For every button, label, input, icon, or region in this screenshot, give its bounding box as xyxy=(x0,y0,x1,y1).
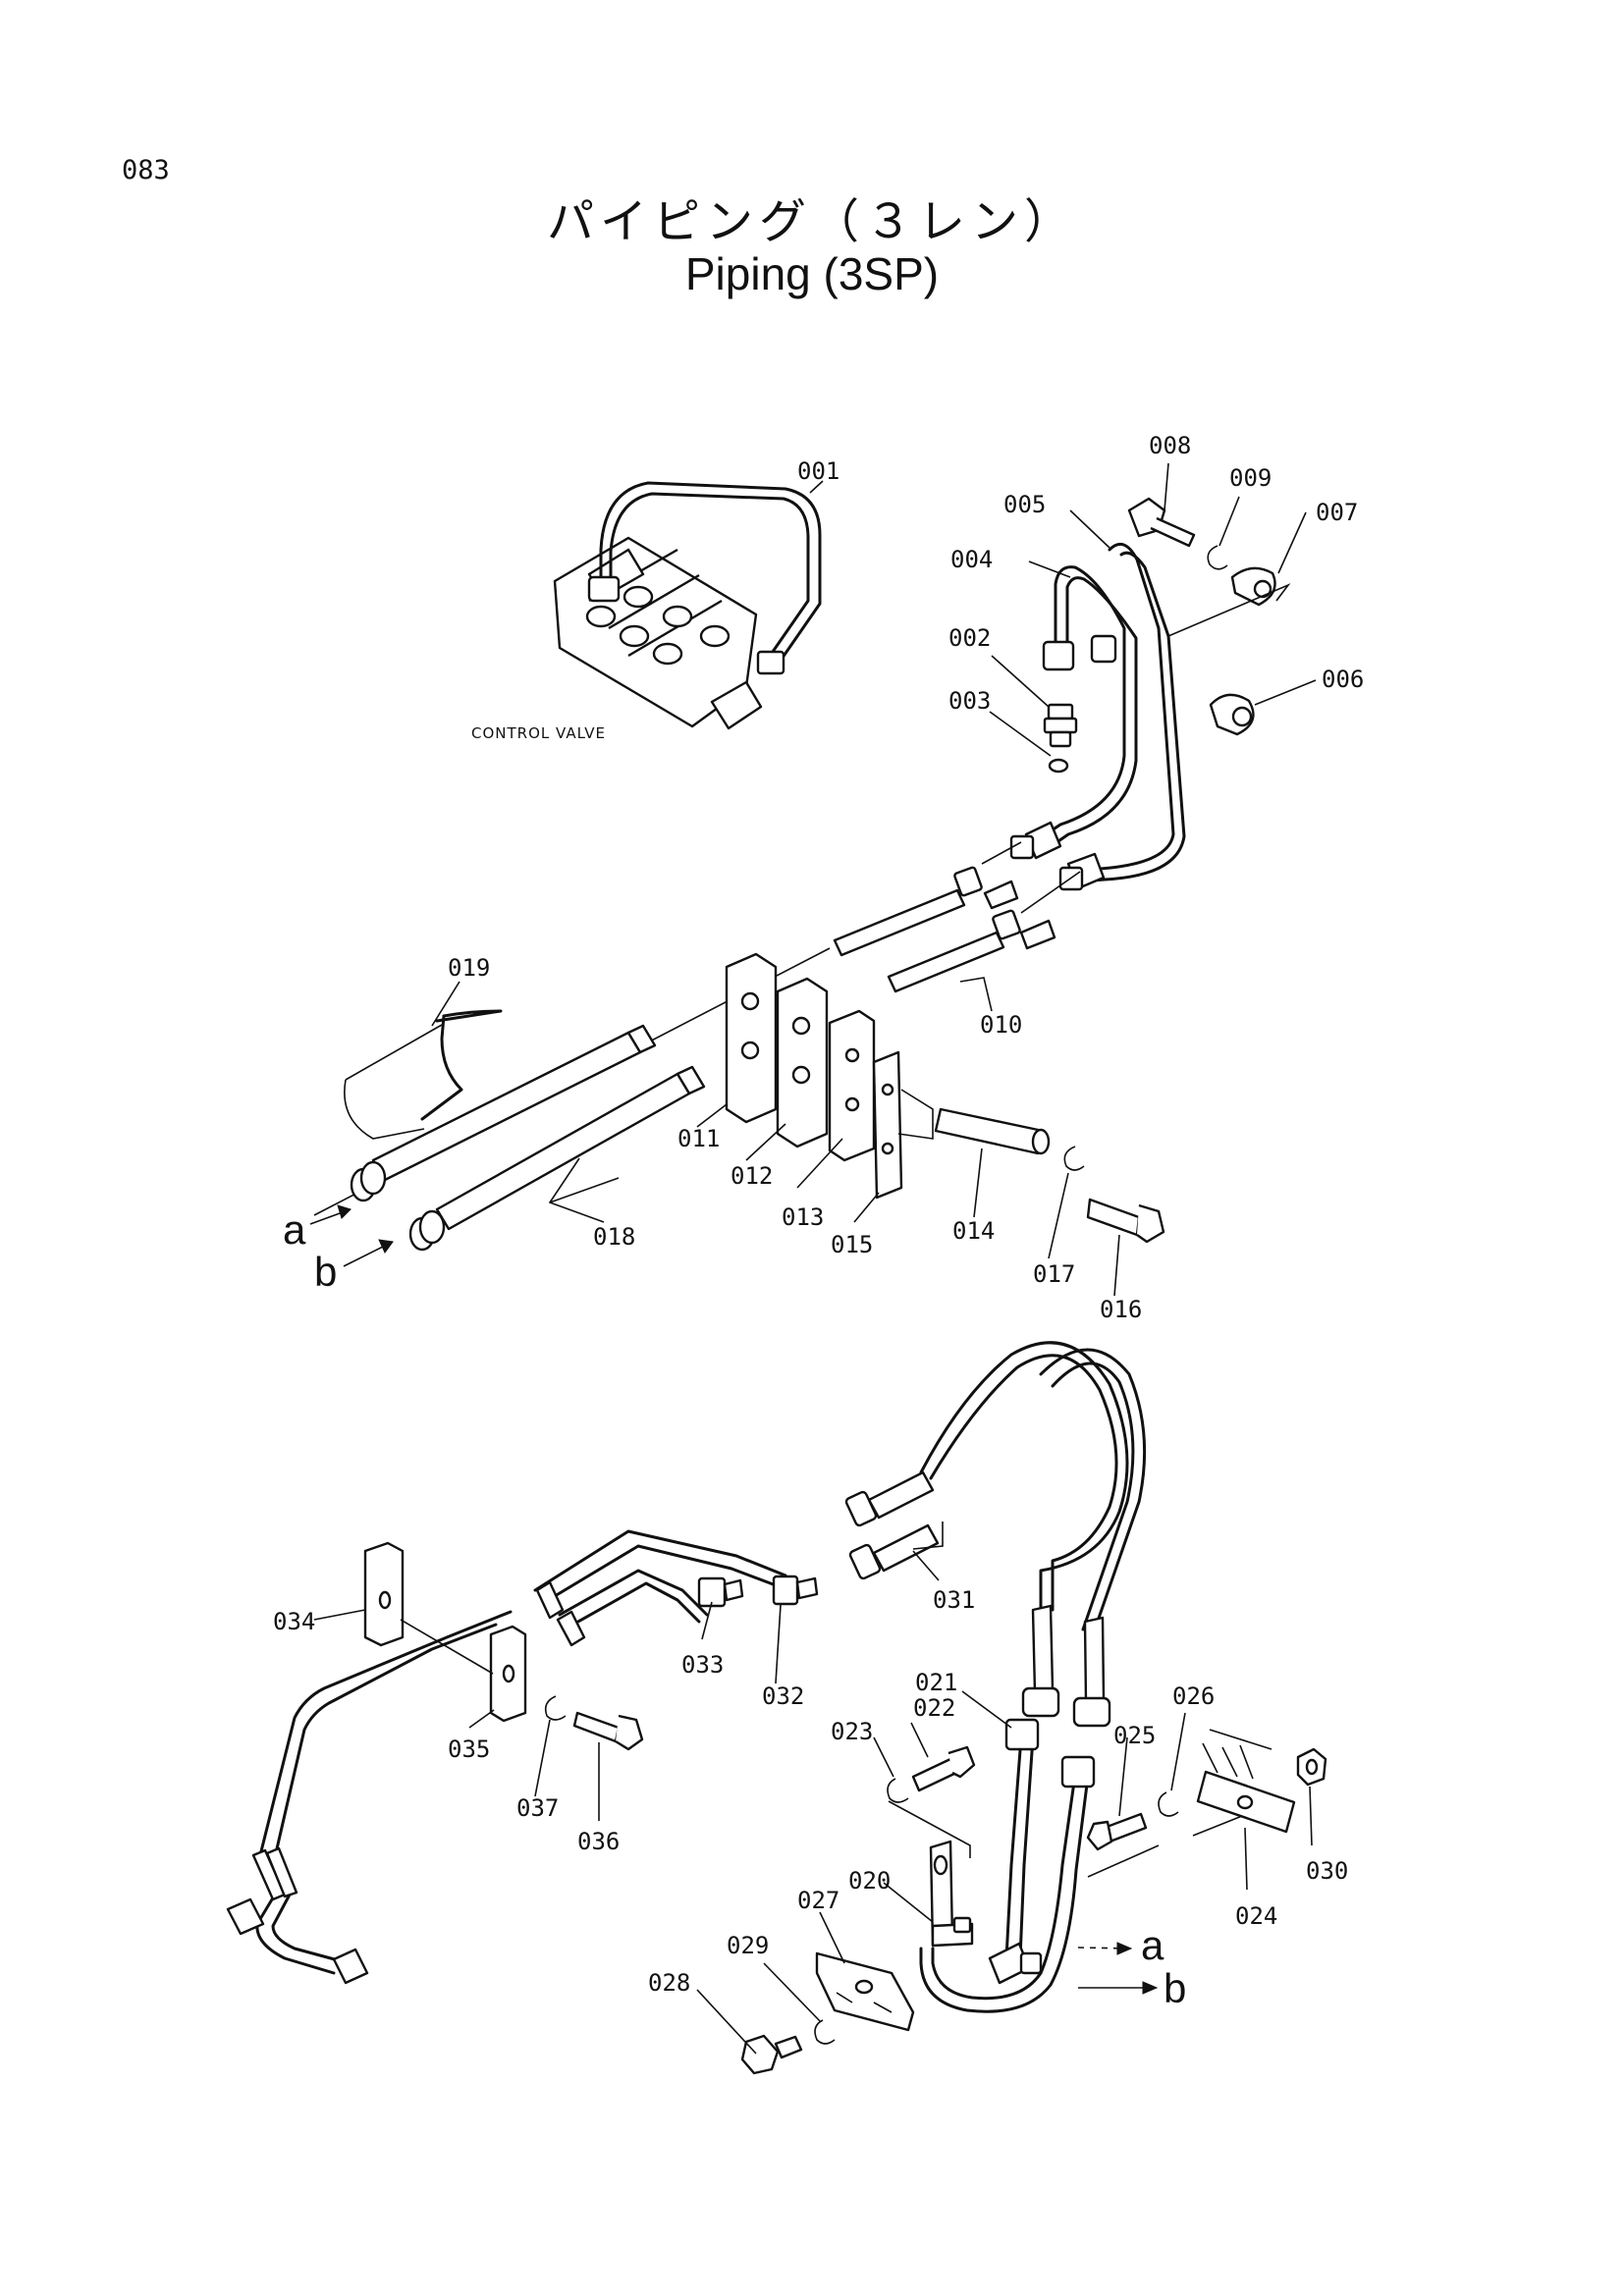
callout-037: 037 xyxy=(516,1794,559,1822)
page-number: 083 xyxy=(122,155,170,186)
callout-017: 017 xyxy=(1033,1260,1075,1288)
flow-arrow-b-upper: b xyxy=(314,1239,394,1295)
clamp-027 xyxy=(815,1951,915,2032)
tube-lower-left xyxy=(226,1610,513,1985)
callout-005: 005 xyxy=(1003,491,1046,518)
callout-leaders xyxy=(313,462,1317,2055)
callout-033: 033 xyxy=(681,1651,724,1679)
pipe-001 xyxy=(587,481,822,675)
callout-031: 031 xyxy=(933,1586,975,1614)
hose-018 xyxy=(350,1024,706,1252)
block-035 xyxy=(489,1625,527,1723)
clamp-plate-011 xyxy=(725,952,778,1124)
callout-028: 028 xyxy=(648,1969,690,1997)
flow-arrow-a-upper: a xyxy=(283,1204,352,1253)
callout-022: 022 xyxy=(913,1694,955,1722)
plate-015 xyxy=(872,1050,903,1200)
clamp-006 xyxy=(1209,693,1255,736)
bolt-016 xyxy=(1086,1198,1165,1244)
pin-019 xyxy=(344,1009,503,1140)
bolt-022 xyxy=(911,1745,976,1792)
callout-010: 010 xyxy=(980,1011,1022,1039)
clamp-plate-012 xyxy=(776,977,829,1148)
washer-029 xyxy=(814,2019,836,2045)
bolt-025 xyxy=(1086,1812,1148,1851)
callout-023: 023 xyxy=(831,1718,873,1745)
washer-009 xyxy=(1207,545,1228,570)
washer-017 xyxy=(1063,1146,1085,1171)
callout-004: 004 xyxy=(950,546,993,573)
control-valve: CONTROL VALVE xyxy=(471,536,763,742)
callout-024: 024 xyxy=(1235,1902,1277,1930)
washer-037 xyxy=(544,1695,567,1721)
washer-026 xyxy=(1158,1791,1179,1817)
vertical-fittings xyxy=(1021,1604,1111,1728)
u-pipe xyxy=(919,1718,1096,2013)
callout-001: 001 xyxy=(797,457,839,485)
callout-013: 013 xyxy=(782,1203,824,1231)
svg-text:a: a xyxy=(283,1206,306,1253)
callout-012: 012 xyxy=(731,1162,773,1190)
callout-018: 018 xyxy=(593,1223,635,1251)
plate-024 xyxy=(1196,1729,1296,1834)
callout-021: 021 xyxy=(915,1669,957,1696)
callout-006: 006 xyxy=(1322,666,1364,693)
callout-002: 002 xyxy=(948,624,991,652)
bolt-036 xyxy=(572,1711,644,1751)
callout-020: 020 xyxy=(848,1867,891,1895)
flow-arrow-b-lower: b xyxy=(1078,1965,1186,2011)
callout-036: 036 xyxy=(577,1828,620,1855)
callout-034: 034 xyxy=(273,1608,315,1635)
callout-014: 014 xyxy=(952,1217,995,1245)
loop-tube xyxy=(919,1341,1147,1631)
callout-035: 035 xyxy=(448,1735,490,1763)
connector-002 xyxy=(1043,703,1078,774)
callout-030: 030 xyxy=(1306,1857,1348,1885)
hose-010 xyxy=(313,841,1081,1216)
pipe-004-005 xyxy=(1024,542,1186,890)
callout-016: 016 xyxy=(1100,1296,1142,1323)
flow-arrow-a-lower: a xyxy=(1077,1922,1164,1968)
callout-027: 027 xyxy=(797,1887,839,1914)
callout-007: 007 xyxy=(1316,499,1358,526)
callout-labels: 001 002 003 004 005 006 007 008 009 010 … xyxy=(273,432,1364,1997)
bracket-020 xyxy=(929,1840,974,1948)
callout-029: 029 xyxy=(727,1932,769,1959)
title-english: Piping (3SP) xyxy=(684,248,940,299)
callout-008: 008 xyxy=(1149,432,1191,459)
svg-text:b: b xyxy=(314,1249,337,1295)
bolt-008 xyxy=(1127,497,1196,548)
callout-009: 009 xyxy=(1229,464,1272,492)
bolt-028 xyxy=(740,2034,803,2075)
callout-011: 011 xyxy=(677,1125,720,1152)
title-japanese: パイピング（３レン） xyxy=(546,194,1077,249)
washer-023 xyxy=(887,1778,909,1803)
svg-text:a: a xyxy=(1141,1922,1164,1968)
callout-025: 025 xyxy=(1113,1722,1156,1749)
hose-031 xyxy=(844,1470,944,1580)
callout-026: 026 xyxy=(1172,1682,1215,1710)
svg-text:b: b xyxy=(1164,1965,1186,2011)
callout-015: 015 xyxy=(831,1231,873,1258)
clamp-plate-013 xyxy=(828,1009,876,1162)
control-valve-label: CONTROL VALVE xyxy=(471,724,606,742)
spacer-014 xyxy=(934,1107,1051,1155)
callout-019: 019 xyxy=(448,954,490,982)
callout-032: 032 xyxy=(762,1682,804,1710)
tube-long-lower xyxy=(533,1529,819,1647)
block-034 xyxy=(363,1541,405,1647)
nut-030 xyxy=(1296,1747,1327,1787)
callout-003: 003 xyxy=(948,687,991,715)
